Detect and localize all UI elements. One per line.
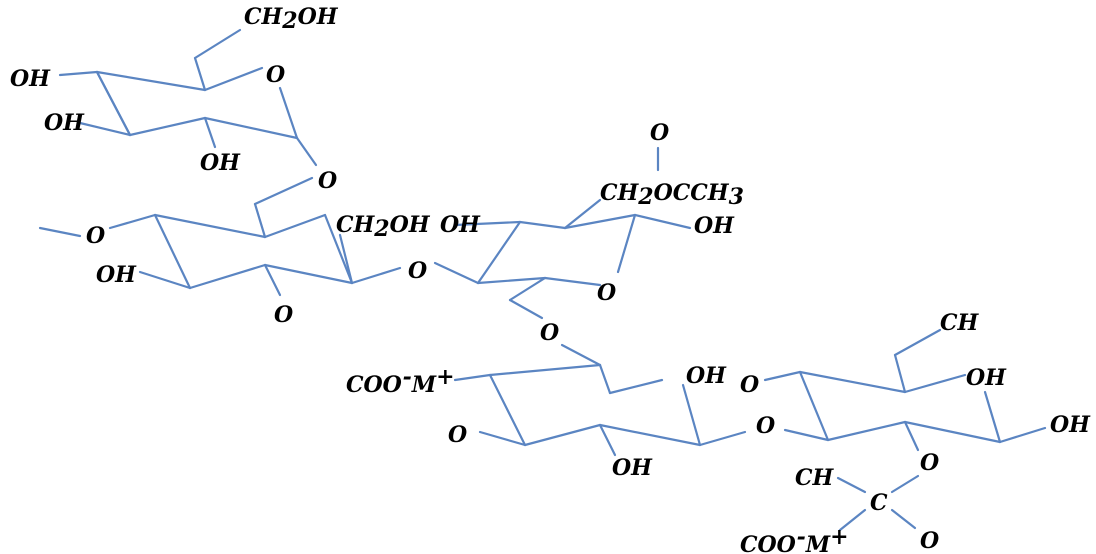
r5-o-mid: O [756, 413, 775, 439]
r4-oh-top: OH [686, 363, 727, 389]
r3-link-o: O [540, 320, 559, 346]
r2-oh: OH [96, 262, 137, 288]
r3-acetyl: CH2OCCH3 [600, 180, 744, 210]
r1-oh-a: OH [10, 66, 51, 92]
pyruvate-group [836, 474, 920, 532]
r5-o-lower: O [920, 450, 939, 476]
ring-3 [433, 146, 692, 320]
r2-ch2-link [253, 202, 267, 239]
r2-ring-o: O [274, 302, 293, 328]
ring-4 [453, 363, 747, 457]
r2-ch2oh: CH2OH [336, 212, 431, 242]
r1-oh-c: OH [200, 150, 241, 176]
pyruvate-c: C [870, 490, 888, 516]
ring-1 [58, 28, 318, 167]
r3-r4-link [560, 343, 602, 367]
r2-link-o: O [408, 258, 427, 284]
r5-oh-right: OH [966, 365, 1007, 391]
ring-5 [763, 328, 1047, 452]
pyruvate-o: O [920, 528, 939, 554]
r4-o-left: O [448, 422, 467, 448]
r1-ring-o: O [266, 62, 285, 88]
r4-carboxylate: COO-M+ [346, 364, 455, 398]
r4-oh-bottom: OH [612, 455, 653, 481]
r3-acetyl-o: O [650, 120, 669, 146]
pyruvate-ch: CH [795, 465, 835, 491]
r5-o-left: O [740, 372, 759, 398]
r3-ring-o: O [597, 280, 616, 306]
ring-2 [38, 213, 402, 297]
r5-oh-far: OH [1050, 412, 1091, 438]
r3-oh-left: OH [440, 212, 481, 238]
pyruvate-carboxylate: COO-M+ [740, 524, 849, 554]
r1-oh-b: OH [44, 110, 85, 136]
r3-oh-right: OH [694, 213, 735, 239]
r1-r2-link [253, 176, 314, 206]
r5-ch: CH [940, 310, 980, 336]
r1-ch2oh: CH2OH [244, 4, 339, 34]
r2-o-left: O [86, 223, 105, 249]
r1-glyco-o: O [318, 168, 337, 194]
